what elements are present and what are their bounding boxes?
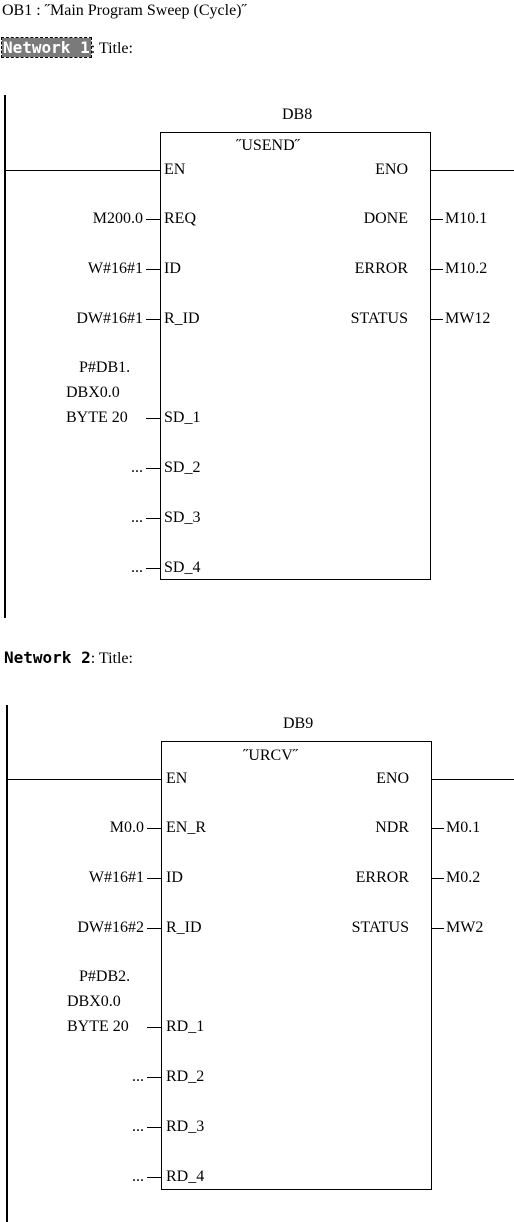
input-pin: R_ID — [166, 919, 202, 936]
input-wire — [147, 878, 161, 879]
output-pin: ERROR — [354, 260, 408, 277]
input-pin: RD_1 — [166, 1018, 205, 1035]
network-2-title: : Title: — [90, 650, 133, 667]
output-wire — [431, 319, 443, 320]
output-wire — [432, 928, 444, 929]
input-operand[interactable]: ... — [132, 1168, 144, 1185]
input-wire — [146, 518, 160, 519]
input-pin: ID — [164, 260, 181, 277]
power-rail — [4, 95, 6, 618]
network-1-title: : Title: — [90, 40, 133, 57]
output-wire — [431, 269, 443, 270]
input-operand[interactable]: W#16#1 — [88, 869, 144, 886]
power-rail — [6, 705, 8, 1222]
input-wire — [147, 1127, 161, 1128]
output-wire — [431, 219, 443, 220]
input-wire — [146, 319, 160, 320]
output-pin: DONE — [363, 210, 408, 227]
input-pin: SD_2 — [164, 459, 201, 476]
input-wire — [147, 1027, 161, 1028]
input-wire — [147, 828, 161, 829]
input-pin: RD_4 — [166, 1168, 205, 1185]
input-pin: R_ID — [164, 310, 200, 327]
instance-db: DB8 — [282, 106, 313, 123]
input-pin: EN_R — [166, 819, 206, 836]
function-block-urcv[interactable] — [161, 741, 432, 1190]
input-operand[interactable]: ... — [131, 509, 143, 526]
network-1-label[interactable]: Network 1 — [1, 37, 92, 58]
input-operand[interactable]: ... — [132, 1118, 144, 1135]
output-operand[interactable]: MW12 — [445, 310, 491, 327]
eno-wire — [431, 170, 514, 171]
output-operand[interactable]: M10.1 — [445, 210, 488, 227]
input-operand-line[interactable]: P#DB1. — [79, 359, 131, 376]
input-pin: SD_3 — [164, 509, 201, 526]
input-operand-line[interactable]: DBX0.0 — [67, 993, 121, 1010]
eno-pin: ENO — [375, 161, 408, 178]
input-wire — [147, 1177, 161, 1178]
network-1-heading[interactable]: Network 1: Title: — [1, 37, 133, 58]
output-wire — [432, 828, 444, 829]
function-block-usend[interactable] — [160, 132, 431, 580]
input-operand[interactable]: W#16#1 — [87, 260, 143, 277]
output-pin: NDR — [375, 819, 409, 836]
input-operand-line[interactable]: DBX0.0 — [66, 384, 120, 401]
output-pin: STATUS — [350, 310, 408, 327]
eno-wire — [432, 779, 514, 780]
en-pin: EN — [164, 161, 186, 178]
input-operand[interactable]: ... — [131, 559, 143, 576]
input-wire — [146, 219, 160, 220]
input-pin: SD_4 — [164, 559, 201, 576]
fb-name: ˝USEND˝ — [236, 137, 300, 154]
input-pin: SD_1 — [164, 409, 201, 426]
en-wire — [6, 779, 161, 780]
en-pin: EN — [166, 770, 188, 787]
en-wire — [4, 170, 160, 171]
output-operand[interactable]: M0.1 — [446, 819, 481, 836]
input-pin: ID — [166, 869, 183, 886]
block-header: OB1 : ˝Main Program Sweep (Cycle)˝ — [2, 2, 247, 19]
input-wire — [146, 568, 160, 569]
input-wire — [147, 1077, 161, 1078]
input-operand[interactable]: DW#16#1 — [76, 310, 143, 327]
input-operand[interactable]: M0.0 — [109, 819, 144, 836]
network-2-heading[interactable]: Network 2: Title: — [4, 650, 133, 667]
input-operand[interactable]: ... — [131, 459, 143, 476]
fb-name: ˝URCV˝ — [243, 747, 299, 764]
input-pin: RD_3 — [166, 1118, 205, 1135]
network-2-label[interactable]: Network 2 — [4, 648, 91, 667]
input-pin: RD_2 — [166, 1068, 205, 1085]
output-pin: ERROR — [355, 869, 409, 886]
output-wire — [432, 878, 444, 879]
input-wire — [147, 928, 161, 929]
input-operand[interactable]: DW#16#2 — [77, 919, 144, 936]
output-operand[interactable]: MW2 — [446, 919, 484, 936]
input-operand-line[interactable]: BYTE 20 — [66, 409, 128, 426]
input-operand[interactable]: M200.0 — [92, 210, 143, 227]
input-pin: REQ — [164, 210, 196, 227]
input-wire — [146, 269, 160, 270]
output-pin: STATUS — [351, 919, 409, 936]
instance-db: DB9 — [283, 715, 314, 732]
eno-pin: ENO — [376, 770, 409, 787]
input-operand-line[interactable]: P#DB2. — [79, 968, 131, 985]
output-operand[interactable]: M10.2 — [445, 260, 488, 277]
input-operand[interactable]: ... — [132, 1068, 144, 1085]
output-operand[interactable]: M0.2 — [446, 869, 481, 886]
input-wire — [146, 418, 160, 419]
input-operand-line[interactable]: BYTE 20 — [67, 1018, 129, 1035]
input-wire — [146, 468, 160, 469]
